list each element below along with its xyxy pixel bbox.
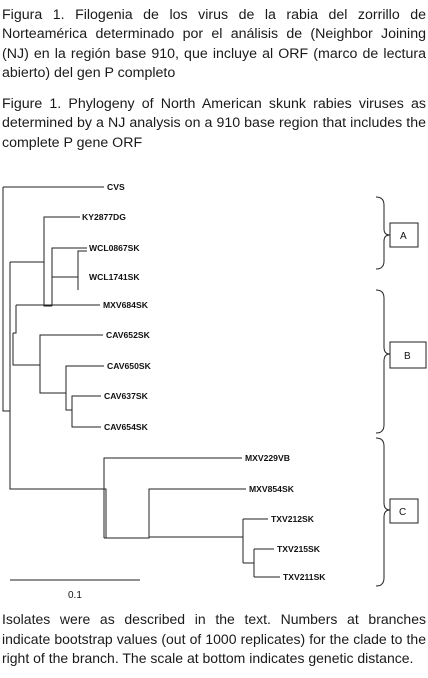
- branch: [13, 305, 17, 334]
- clade-a-brace: [375, 196, 391, 270]
- branch: [51, 276, 78, 306]
- clade-b-label: B: [404, 351, 411, 362]
- branch: [10, 457, 242, 490]
- branch: [16, 334, 103, 366]
- leaf-label: CVS: [107, 182, 125, 192]
- leaf-label: MXV684SK: [103, 300, 149, 310]
- leaf-label: WCL0867SK: [89, 243, 140, 253]
- branch: [65, 393, 72, 411]
- figure-caption-spanish: Figura 1. Filogenia de los virus de la r…: [2, 7, 426, 82]
- leaf-label: CAV637SK: [104, 391, 149, 401]
- clade-brackets: A B C: [375, 196, 427, 587]
- branch: [148, 489, 243, 538]
- leaf-label: WCL1741SK: [89, 272, 140, 282]
- leaf-label: KY2877DG: [82, 212, 126, 222]
- branch: [65, 365, 104, 393]
- clade-b-brace: [375, 289, 391, 434]
- scale-bar-label: 0.1: [68, 590, 82, 601]
- leaf-label: TXV212SK: [271, 514, 315, 524]
- branch: [104, 488, 246, 539]
- clade-c-brace: [375, 437, 391, 587]
- branch: [71, 395, 101, 410]
- phylogenetic-tree: CVS KY2877DG WCL0867SK WCL1741SK MXV684S…: [2, 182, 427, 601]
- leaf-label: TXV211SK: [283, 572, 326, 582]
- clade-b-box: [389, 341, 427, 369]
- leaf-label: MXV229VB: [245, 453, 290, 463]
- branch: [12, 333, 16, 366]
- branch: [71, 410, 101, 428]
- clade-c-box: [389, 498, 419, 524]
- clade-c-label: C: [399, 507, 406, 518]
- branch: [43, 262, 52, 307]
- tree-leaf-labels: CVS KY2877DG WCL0867SK WCL1741SK MXV684S…: [82, 182, 326, 582]
- branch: [9, 262, 13, 490]
- figure-caption-english: Figure 1. Phylogeny of North American sk…: [2, 96, 426, 151]
- branch: [39, 335, 66, 394]
- scale-bar: 0.1: [10, 579, 140, 601]
- clade-a-box: [389, 222, 419, 248]
- branch: [10, 216, 80, 263]
- leaf-label: CAV650SK: [107, 361, 152, 371]
- branch: [77, 250, 87, 277]
- leaf-label: CAV652SK: [106, 330, 151, 340]
- leaf-label: MXV854SK: [249, 484, 295, 494]
- figure-footnote: Isolates were as described in the text. …: [2, 611, 426, 667]
- leaf-label: TXV215SK: [277, 544, 321, 554]
- leaf-label: CAV654SK: [104, 422, 149, 432]
- tree-branches: [2, 186, 280, 578]
- branch: [2, 187, 10, 412]
- clade-a-label: A: [400, 231, 407, 242]
